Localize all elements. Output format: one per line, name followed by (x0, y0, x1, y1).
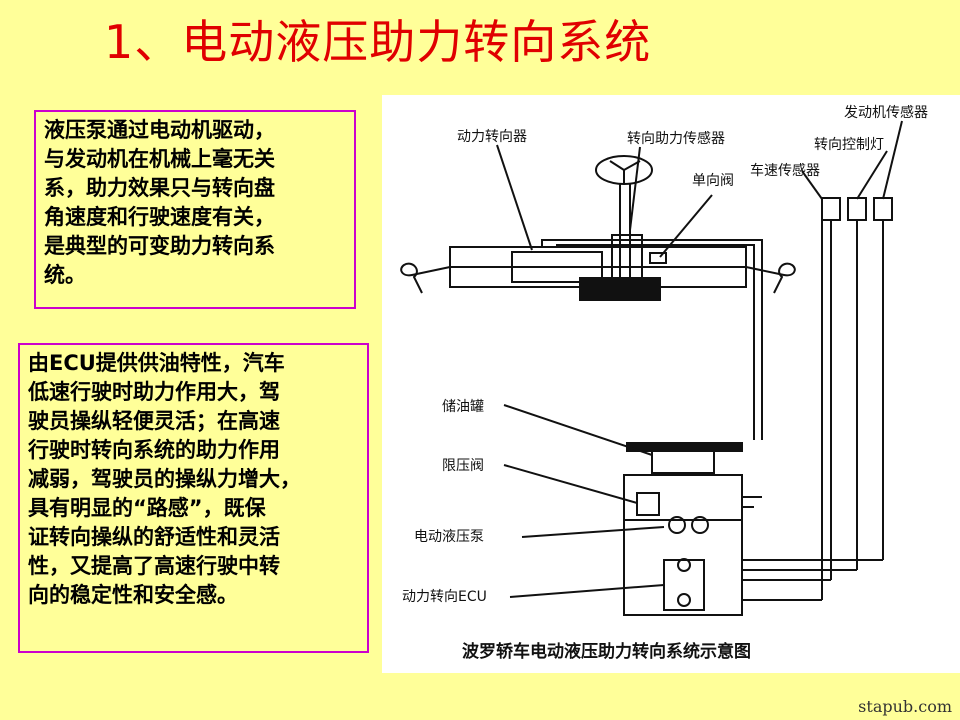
text-line: 向的稳定性和安全感。 (28, 583, 238, 607)
pump-gear-icon (668, 516, 686, 534)
text-line: 具有明显的“路感”，既保 (28, 496, 266, 520)
label-steering-sensor: 转向助力传感器 (627, 130, 725, 147)
text-line: 是典型的可变助力转向系 (44, 234, 275, 258)
speed-sensor-box (821, 197, 841, 221)
text-line: 系，助力效果只与转向盘 (44, 176, 275, 200)
label-electric-pump: 电动液压泵 (414, 529, 484, 545)
label-control-lamp: 转向控制灯 (814, 137, 884, 153)
lamp-box (847, 197, 867, 221)
label-oil-tank: 储油罐 (442, 399, 484, 415)
label-ecu: 动力转向ECU (402, 589, 487, 605)
diagram-caption: 波罗轿车电动液压助力转向系统示意图 (462, 641, 751, 662)
diagram-svg: 动力转向器 转向助力传感器 单向阀 车速传感器 转向控制灯 发动机传感器 储油罐… (400, 104, 928, 662)
text-line: 低速行驶时助力作用大，驾 (28, 380, 280, 404)
label-pressure-valve: 限压阀 (442, 458, 484, 474)
pump-unit (623, 474, 743, 616)
text-line: 性，又提高了高速行驶中转 (28, 554, 280, 578)
text-line: 行驶时转向系统的助力作用 (28, 438, 280, 462)
pump-gear-icon (691, 516, 709, 534)
text-line: 统。 (44, 263, 86, 287)
watermark: stapub.com (858, 697, 952, 716)
text-line: 角速度和行驶速度有关， (44, 205, 275, 229)
text-line: 减弱，驾驶员的操纵力增大， (28, 467, 301, 491)
oil-tank (651, 442, 715, 474)
steering-wheel-icon (595, 155, 653, 185)
pressure-valve (636, 492, 660, 516)
label-power-steering-gear: 动力转向器 (457, 129, 527, 145)
text-line: 液压泵通过电动机驱动， (44, 118, 275, 142)
description-box-2: 由ECU提供供油特性，汽车 低速行驶时助力作用大，驾 驶员操纵轻便灵活；在高速 … (18, 343, 369, 653)
description-box-1: 液压泵通过电动机驱动， 与发动机在机械上毫无关 系，助力效果只与转向盘 角速度和… (34, 110, 356, 309)
steering-system-diagram: 动力转向器 转向助力传感器 单向阀 车速传感器 转向控制灯 发动机传感器 储油罐… (382, 95, 960, 673)
text-line: 与发动机在机械上毫无关 (44, 147, 275, 171)
text-line: 由ECU提供供油特性，汽车 (28, 351, 285, 375)
label-check-valve: 单向阀 (692, 173, 734, 189)
engine-sensor-box (873, 197, 893, 221)
motor-icon (677, 558, 691, 572)
label-speed-sensor: 车速传感器 (750, 162, 820, 179)
text-line: 证转向操纵的舒适性和灵活 (28, 525, 280, 549)
label-engine-sensor: 发动机传感器 (844, 104, 928, 121)
text-line: 驶员操纵轻便灵活；在高速 (28, 409, 280, 433)
page-title: 1、电动液压助力转向系统 (104, 15, 652, 69)
